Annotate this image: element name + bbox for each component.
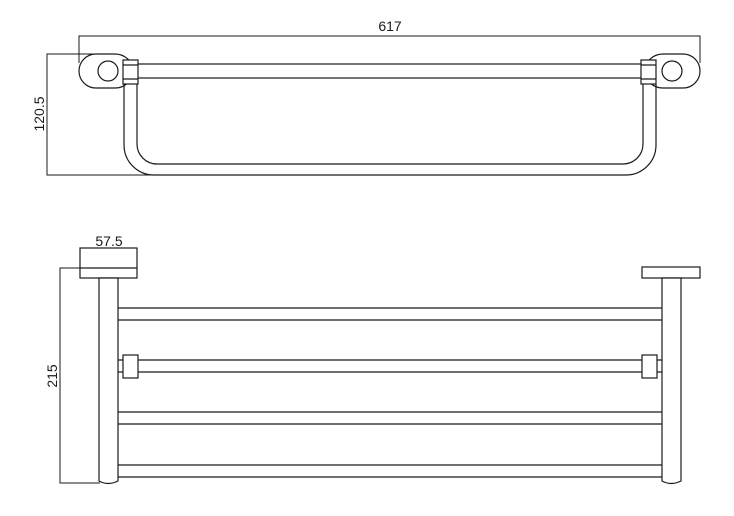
right-bracket-screw bbox=[661, 60, 683, 82]
left-flange bbox=[79, 247, 138, 279]
left-bracket-screw bbox=[97, 60, 119, 82]
left-collar bbox=[122, 59, 139, 85]
flange-dimension-label: 57.5 bbox=[95, 233, 122, 249]
rail-4 bbox=[118, 464, 662, 478]
right-post bbox=[661, 277, 682, 485]
width-dimension-label: 617 bbox=[378, 18, 402, 34]
rail-2 bbox=[118, 359, 662, 373]
height-dimension-label: 215 bbox=[44, 364, 60, 388]
depth-dimension: 120.5 bbox=[31, 53, 160, 176]
rail-3 bbox=[118, 411, 662, 425]
top-rail bbox=[132, 63, 648, 79]
right-flange bbox=[641, 266, 701, 279]
left-middle-collar bbox=[122, 354, 139, 379]
right-collar bbox=[640, 59, 657, 85]
flange-dimension: 57.5 bbox=[95, 233, 122, 249]
top-view: 617 120.5 bbox=[31, 18, 701, 176]
left-post bbox=[98, 277, 119, 485]
u-tube-frame bbox=[123, 84, 657, 176]
right-middle-collar bbox=[641, 354, 658, 379]
width-dimension: 617 bbox=[78, 18, 701, 63]
rails bbox=[118, 307, 662, 478]
rail-1 bbox=[118, 307, 662, 321]
depth-dimension-label: 120.5 bbox=[31, 96, 47, 131]
front-view: 57.5 215 bbox=[44, 233, 701, 485]
height-dimension: 215 bbox=[44, 267, 100, 484]
